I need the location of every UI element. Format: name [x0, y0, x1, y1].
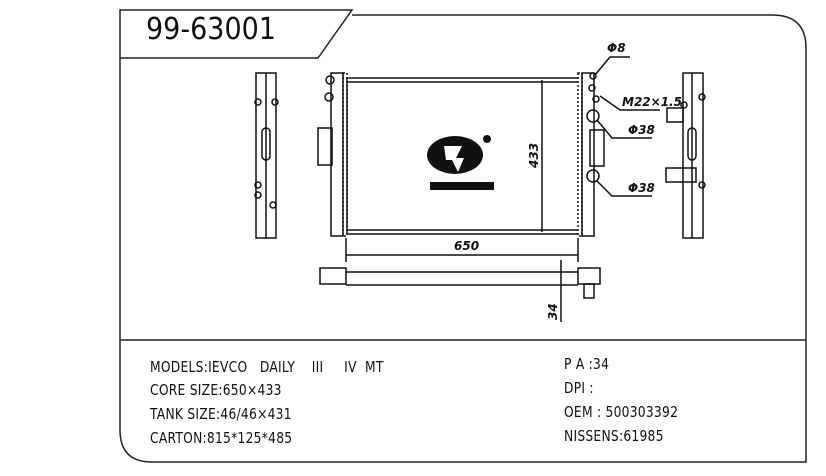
dimension-depth: 34 — [546, 303, 560, 320]
spec-dpi: DPI : — [564, 379, 594, 397]
part-number-title: 99-63001 — [146, 12, 276, 47]
spec-oem: OEM : 500303392 — [564, 403, 679, 421]
spec-pa: P A :34 — [564, 355, 610, 373]
radiator-bottom-view — [319, 260, 601, 322]
spec-models: MODELS:IEVCO DAILY III IV MT — [150, 358, 384, 376]
dimension-width: 650 — [454, 239, 479, 253]
callout-phi38-lower: Φ38 — [628, 181, 655, 195]
left-side-view — [254, 72, 279, 239]
callout-phi8: Φ8 — [607, 41, 626, 55]
right-side-view — [665, 72, 706, 239]
callout-thread: M22×1.5 — [622, 95, 682, 109]
callout-phi38-upper: Φ38 — [628, 123, 655, 137]
outer-frame — [119, 14, 807, 463]
radiator-front-view — [317, 56, 660, 262]
title-tab — [119, 9, 354, 59]
spec-tank-size: TANK SIZE:46/46×431 — [150, 405, 292, 423]
spec-carton: CARTON:815*125*485 — [150, 429, 293, 447]
dimension-height: 433 — [527, 143, 541, 169]
brand-logo — [427, 135, 494, 190]
spec-core-size: CORE SIZE:650×433 — [150, 381, 282, 399]
spec-nissens: NISSENS:61985 — [564, 427, 664, 445]
